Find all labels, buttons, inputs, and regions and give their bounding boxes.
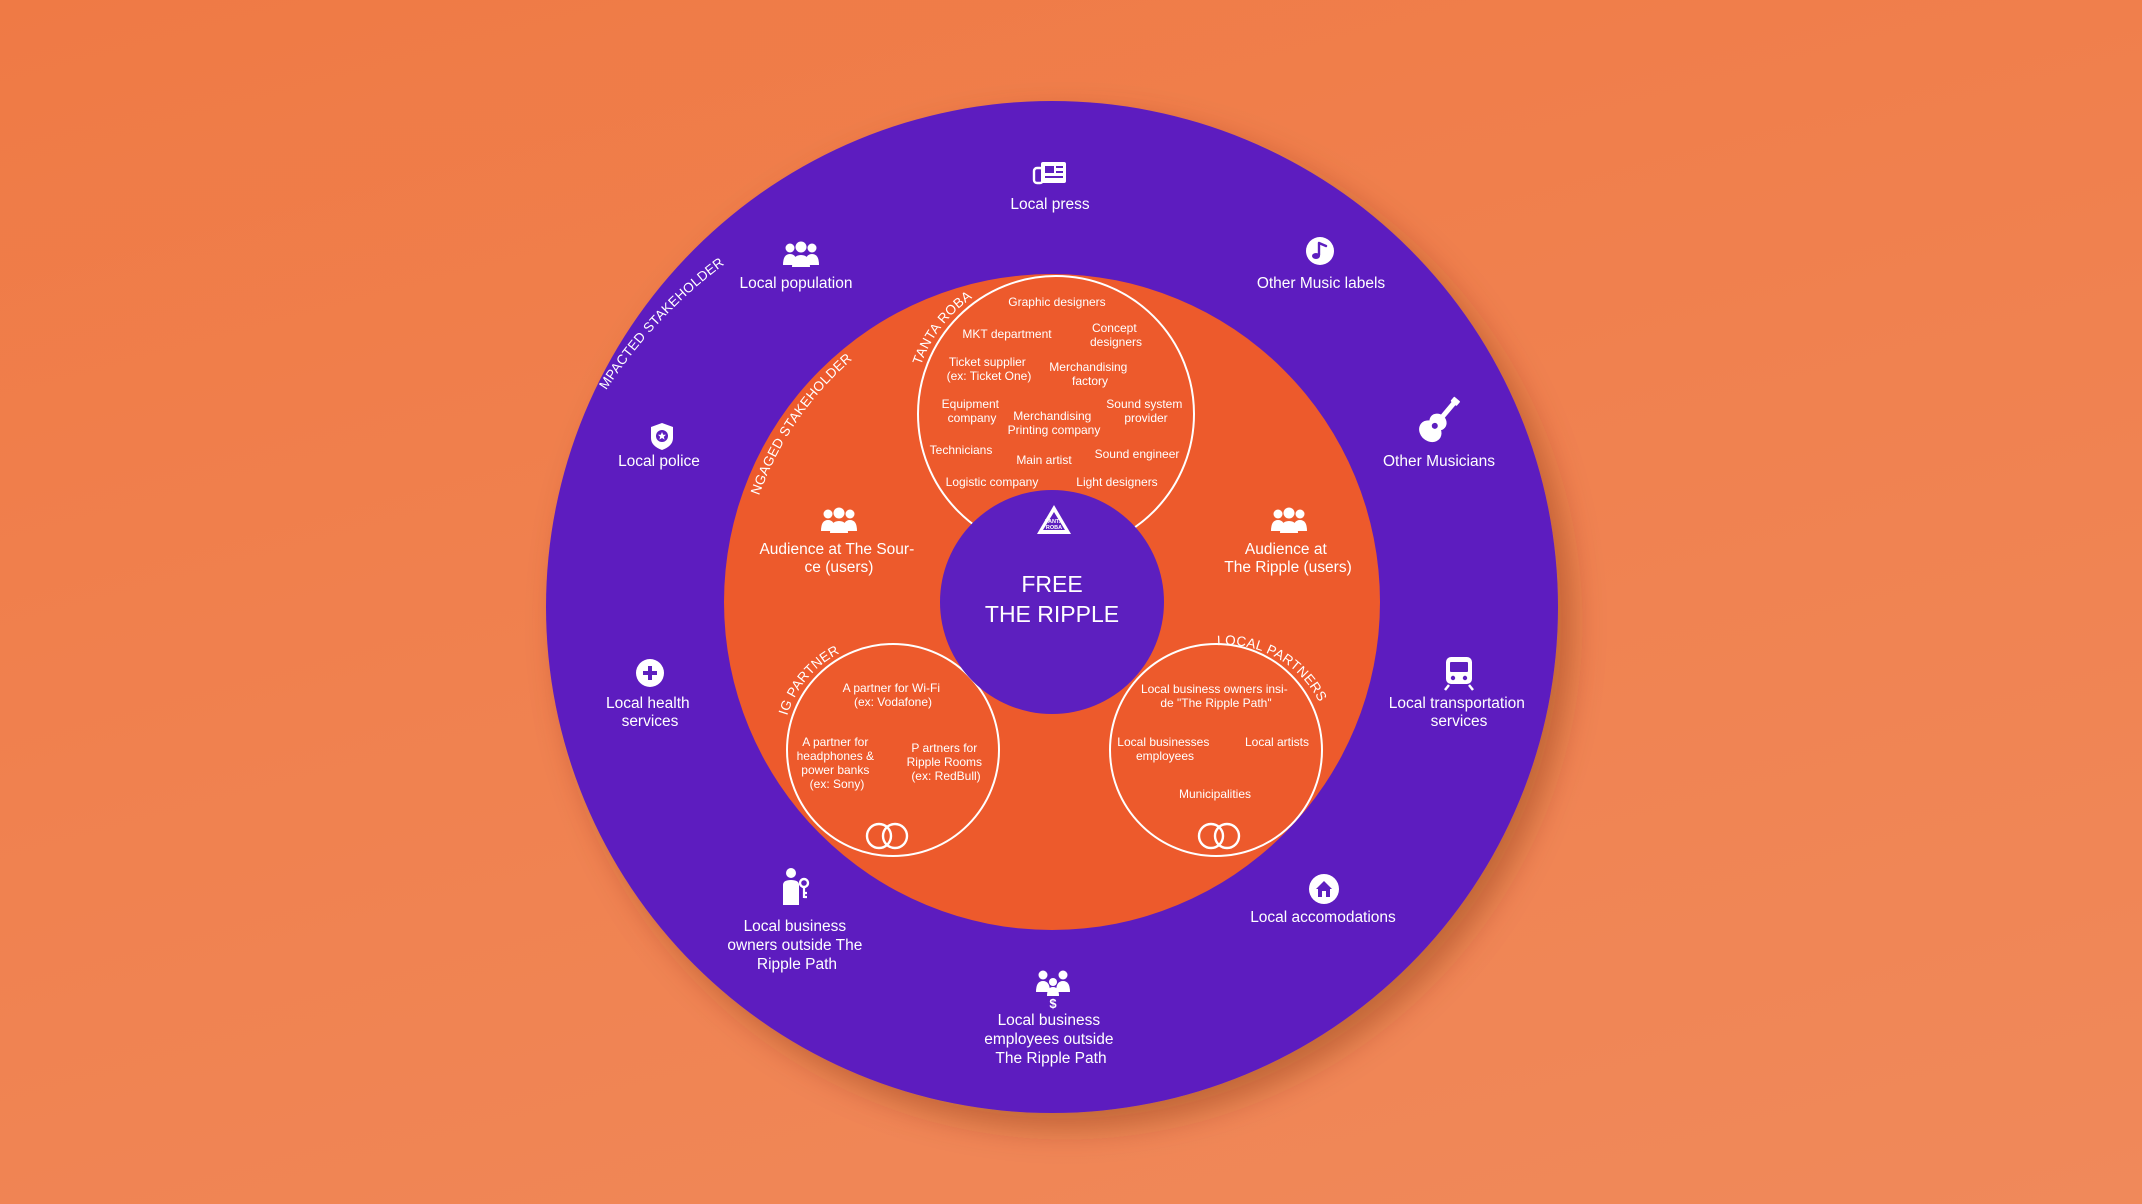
newspaper-icon	[1032, 162, 1066, 185]
item-mkt-department: MKT department	[962, 327, 1052, 341]
label-local-accomodations: Local accomodations	[1250, 909, 1396, 926]
people-money-icon: $	[1036, 970, 1070, 1011]
item-equipment-company: Equipment company	[942, 397, 1003, 425]
item-concept-designers: Concept designers	[1090, 321, 1142, 349]
impacted-stakeholders-title: IMPACTED STAKEHOLDERS	[0, 0, 727, 392]
svg-text:$: $	[1049, 996, 1057, 1011]
item-wifi-partner: A partner for Wi-Fi (ex: Vodafone)	[843, 681, 944, 709]
label-audience-ripple: Audience at The Ripple (users)	[1224, 541, 1352, 576]
interlocking-rings-icon	[865, 822, 909, 850]
label-employees-outside: Local business employees outside The Rip…	[984, 1012, 1118, 1067]
label-local-population: Local population	[740, 275, 853, 292]
item-local-artists: Local artists	[1245, 735, 1309, 749]
center-title: FREE	[1021, 571, 1082, 597]
health-cross-icon	[636, 659, 664, 687]
label-other-musicians: Other Musicians	[1383, 453, 1495, 470]
house-icon	[1309, 874, 1339, 904]
big-partners-circle	[786, 643, 1000, 857]
center-subtitle: THE RIPPLE	[985, 601, 1119, 627]
label-local-transportation: Local transportation services	[1389, 695, 1529, 730]
item-merchandising-factory: Merchandising factory	[1049, 360, 1130, 388]
label-local-health: Local health services	[606, 695, 694, 730]
group-icon	[821, 507, 857, 533]
item-headphones-partner: A partner for headphones & power banks (…	[797, 735, 878, 791]
label-local-police: Local police	[618, 453, 700, 470]
business-owner-icon	[783, 868, 810, 905]
label-music-labels: Other Music labels	[1257, 275, 1386, 292]
music-note-icon	[1306, 237, 1334, 265]
item-technicians: Technicians	[930, 443, 993, 457]
tanta-roba-logo-icon: TANTA ROBA	[1037, 505, 1071, 534]
item-owners-inside: Local business owners insi- de "The Ripp…	[1141, 682, 1291, 710]
item-sound-engineer: Sound engineer	[1095, 447, 1180, 461]
group-icon	[1271, 507, 1307, 533]
train-icon	[1444, 657, 1474, 691]
item-graphic-designers: Graphic designers	[1008, 295, 1105, 309]
item-ticket-supplier: Ticket supplier (ex: Ticket One)	[947, 355, 1032, 383]
label-owners-outside: Local business owners outside The Ripple…	[727, 918, 866, 973]
item-logistic-company: Logistic company	[946, 475, 1039, 489]
logo-text-top: TANTA	[1045, 519, 1063, 525]
local-partners-circle	[1109, 643, 1323, 857]
logo-text-bottom: ROBA	[1046, 525, 1062, 531]
item-merchandising-printing: Merchandising Printing company	[1008, 409, 1101, 437]
item-ripple-rooms-partner: P artners for Ripple Rooms (ex: RedBull)	[907, 741, 986, 783]
item-local-employees: Local businesses employees	[1117, 735, 1212, 763]
label-audience-source: Audience at The Sour- ce (users)	[759, 541, 918, 576]
item-main-artist: Main artist	[1016, 453, 1072, 467]
guitar-icon	[1419, 396, 1460, 443]
interlocking-rings-icon	[1197, 822, 1241, 850]
item-sound-system-provider: Sound system provider	[1106, 397, 1185, 425]
group-icon	[783, 241, 819, 267]
item-municipalities: Municipalities	[1179, 787, 1251, 801]
label-local-press: Local press	[1010, 196, 1090, 213]
center-circle	[940, 490, 1164, 714]
item-light-designers: Light designers	[1076, 475, 1157, 489]
police-badge-icon	[651, 423, 673, 450]
